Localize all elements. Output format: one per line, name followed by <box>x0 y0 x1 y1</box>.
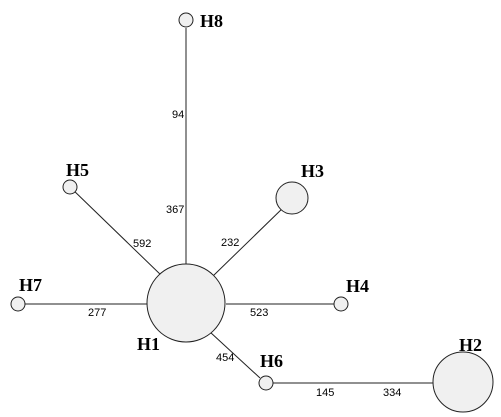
node-h4 <box>333 296 349 312</box>
edge-label-h1-h7: 277 <box>88 307 106 319</box>
node-h7 <box>10 296 26 312</box>
node-label-h4: H4 <box>346 276 369 296</box>
node-label-h2: H2 <box>459 335 482 355</box>
node-h5 <box>62 179 78 195</box>
node-label-h1: H1 <box>137 334 160 354</box>
edge-label-h1-h8-upper: 94 <box>172 109 184 121</box>
node-label-h8: H8 <box>200 11 223 31</box>
edge-h1-h5 <box>69 186 164 278</box>
edge-label-h1-h8-lower: 367 <box>166 204 184 216</box>
edge-label-h6-h2-left: 145 <box>316 387 334 399</box>
node-h6 <box>258 375 274 391</box>
edge-label-h1-h3: 232 <box>221 237 239 249</box>
edge-h1-h3 <box>212 204 287 277</box>
node-label-h5: H5 <box>66 160 89 180</box>
edge-label-h1-h6: 454 <box>216 352 234 364</box>
node-h8 <box>178 12 194 28</box>
edge-label-h1-h4: 523 <box>250 307 268 319</box>
node-label-h6: H6 <box>260 351 283 371</box>
edge-label-h1-h5: 592 <box>133 238 151 250</box>
node-label-h7: H7 <box>19 275 42 295</box>
node-label-h3: H3 <box>301 161 324 181</box>
node-h2 <box>432 351 494 413</box>
node-h3 <box>275 181 309 215</box>
node-h1 <box>146 263 226 343</box>
edge-h1-h6 <box>209 331 261 379</box>
edge-label-h6-h2-right: 334 <box>383 387 401 399</box>
